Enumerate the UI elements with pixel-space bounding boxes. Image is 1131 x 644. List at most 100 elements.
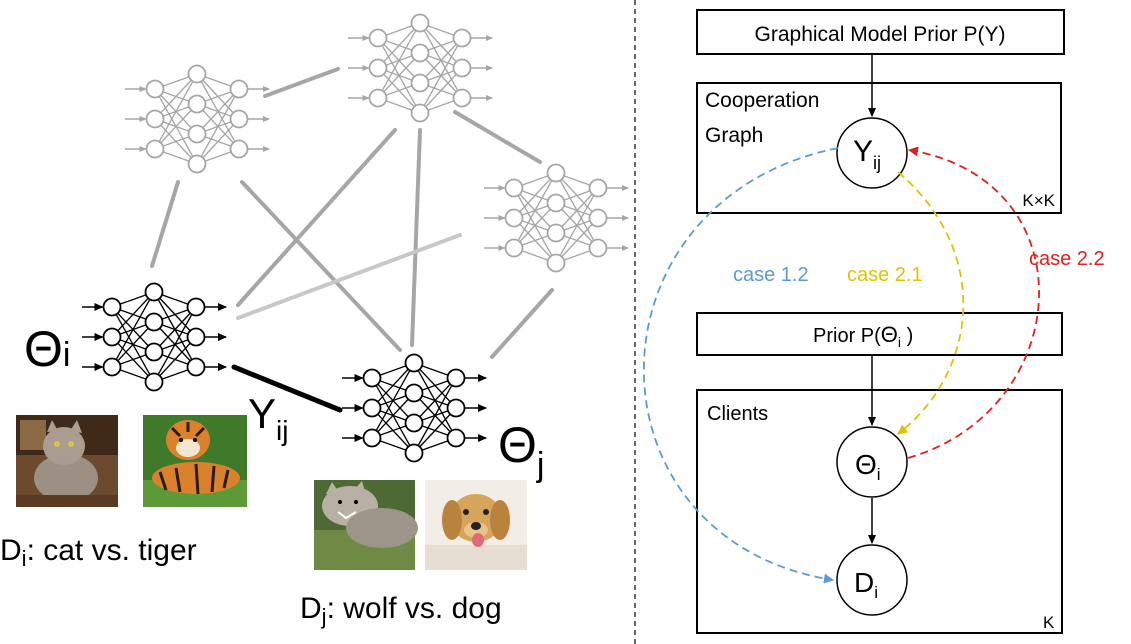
neuron (368, 58, 388, 78)
neuron (504, 208, 524, 228)
theta-j-label: Θj (498, 417, 544, 484)
neuron (410, 103, 430, 123)
d-i-node-label: Di (854, 567, 878, 602)
weight-line (111, 321, 155, 368)
weight-line (555, 187, 599, 264)
neuron (546, 193, 566, 213)
neuron (144, 342, 164, 362)
neuron (186, 357, 206, 377)
clients-plate (696, 389, 1063, 634)
right-panel: Graphical Model Prior P(Y) Cooperation G… (642, 9, 1105, 634)
d-i-caption: Di: cat vs. tiger (0, 534, 197, 571)
cooperation-plate-count: K×K (1022, 191, 1055, 210)
theta-i-label: Θi (24, 321, 70, 377)
cat-image (16, 415, 118, 507)
edge-n2-theta-i (236, 128, 397, 307)
prior-theta-box (696, 312, 1063, 356)
theta-i-node (836, 426, 908, 498)
gray-network-1 (125, 64, 270, 174)
neuron (144, 312, 164, 332)
neuron (102, 327, 122, 347)
weight-line (196, 88, 240, 165)
weight-line (111, 291, 155, 338)
theta-i-node-label: Θi (855, 449, 881, 484)
weight-line (153, 306, 197, 383)
neuron (410, 73, 430, 93)
neuron (404, 413, 424, 433)
edge-n3-theta-i (236, 233, 462, 320)
neuron (102, 297, 122, 317)
weight-line (196, 118, 240, 165)
edge-y-ij-label: Yij (248, 390, 288, 446)
weight-line (413, 377, 457, 454)
neuron (187, 94, 207, 114)
neuron (546, 163, 566, 183)
weight-line (154, 103, 198, 150)
neuron (446, 368, 466, 388)
weight-line (371, 362, 415, 439)
edge-n2-theta-j (410, 128, 422, 347)
weight-line (111, 291, 155, 368)
neuron (588, 208, 608, 228)
neuron (368, 88, 388, 108)
neuron (410, 13, 430, 33)
weight-line (419, 37, 463, 84)
weight-line (371, 392, 415, 439)
weight-line (513, 172, 557, 219)
neuron (362, 428, 382, 448)
edge-n1-theta-i (150, 180, 180, 268)
neuron (362, 368, 382, 388)
weight-line (371, 362, 415, 409)
prior-y-label: Graphical Model Prior P(Y) (755, 23, 1006, 46)
neuron (452, 28, 472, 48)
neuron (145, 109, 165, 129)
neuron (446, 398, 466, 418)
case-1-2-arrow (642, 147, 839, 584)
edge-n1-theta-j (240, 180, 402, 352)
edge-n3-theta-j (490, 288, 554, 359)
d-j-caption: Dj: wolf vs. dog (300, 592, 502, 629)
weight-line (555, 187, 599, 234)
neuron (145, 79, 165, 99)
case-2-2-label: case 2.2 (1029, 248, 1105, 270)
case-2-1-arrow (897, 171, 965, 435)
weight-line (513, 172, 557, 249)
prior-y-box (696, 9, 1065, 55)
neuron (546, 223, 566, 243)
neuron (504, 178, 524, 198)
weight-line (419, 67, 463, 114)
wolf-image (314, 480, 418, 570)
neuron (186, 327, 206, 347)
neuron (452, 58, 472, 78)
clients-plate-count: K (1043, 613, 1055, 632)
weight-line (377, 52, 421, 99)
neuron (144, 372, 164, 392)
neuron (404, 353, 424, 373)
neuron (452, 88, 472, 108)
weight-line (377, 22, 421, 69)
neuron (446, 428, 466, 448)
edge-theta-i-theta-j (231, 364, 343, 413)
neuron (404, 443, 424, 463)
left-panel: Θi Yij Θj (0, 13, 629, 629)
network-connections (150, 67, 554, 413)
neuron (229, 139, 249, 159)
weight-line (555, 217, 599, 264)
weight-line (513, 202, 557, 249)
weight-line (154, 73, 198, 120)
gray-network-2 (348, 13, 493, 123)
neuron (145, 139, 165, 159)
neuron (588, 238, 608, 258)
neuron (186, 297, 206, 317)
case-2-2-arrow (907, 146, 1040, 459)
tiger-image (143, 415, 247, 507)
edge-n2-n3 (453, 110, 542, 164)
weight-line (154, 73, 198, 150)
neuron (187, 64, 207, 84)
y-ij-node (836, 117, 908, 189)
neuron (588, 178, 608, 198)
theta-j-network (342, 353, 487, 463)
clients-plate-label: Clients (707, 403, 768, 425)
case-2-1-label: case 2.1 (847, 264, 923, 286)
